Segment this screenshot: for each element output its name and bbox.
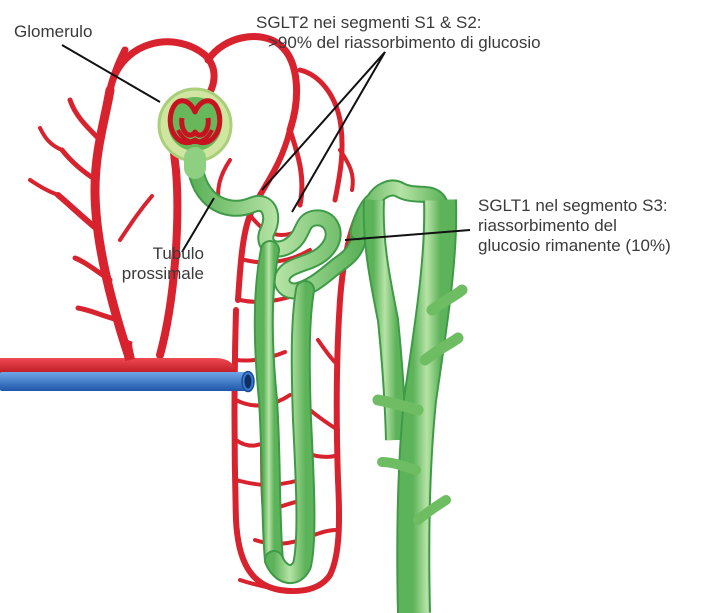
label-glomerulo-text: Glomerulo xyxy=(14,22,92,42)
label-sglt2: SGLT2 nei segmenti S1 & S2: >90% del ria… xyxy=(256,13,541,53)
left-branch-b xyxy=(62,150,96,180)
label-glomerulo: Glomerulo xyxy=(14,22,92,42)
label-sglt2-line1: SGLT2 nei segmenti S1 & S2: xyxy=(256,13,541,33)
blue-pipe xyxy=(0,372,248,391)
label-sglt1-line2: riassorbimento del xyxy=(478,216,671,236)
left-branch-d xyxy=(40,128,62,150)
label-tubulo-line2: prossimale xyxy=(120,264,204,284)
left-branch-c xyxy=(70,100,100,140)
left-branch-h xyxy=(120,196,152,240)
capillary-2 xyxy=(290,130,302,205)
blue-pipe-lumen xyxy=(245,375,252,389)
duct-branch-4 xyxy=(382,462,416,470)
label-sglt1-line3: glucosio rimanente (10%) xyxy=(478,236,671,256)
label-sglt1-line1: SGLT1 nel segmento S3: xyxy=(478,196,671,216)
collecting-duct xyxy=(374,200,462,613)
red-pipe-to-vessel xyxy=(127,340,130,360)
left-branch-e xyxy=(30,180,58,195)
label-tubulo-line1: Tubulo xyxy=(120,244,204,264)
label-sglt1: SGLT1 nel segmento S3: riassorbimento de… xyxy=(478,196,671,256)
label-tubulo-prossimale: Tubulo prossimale xyxy=(120,244,204,284)
loop-descending xyxy=(264,250,274,560)
leader-sglt2-a xyxy=(262,52,385,190)
label-sglt2-line2: >90% del riassorbimento di glucosio xyxy=(256,33,541,53)
main-pipes xyxy=(0,340,254,392)
